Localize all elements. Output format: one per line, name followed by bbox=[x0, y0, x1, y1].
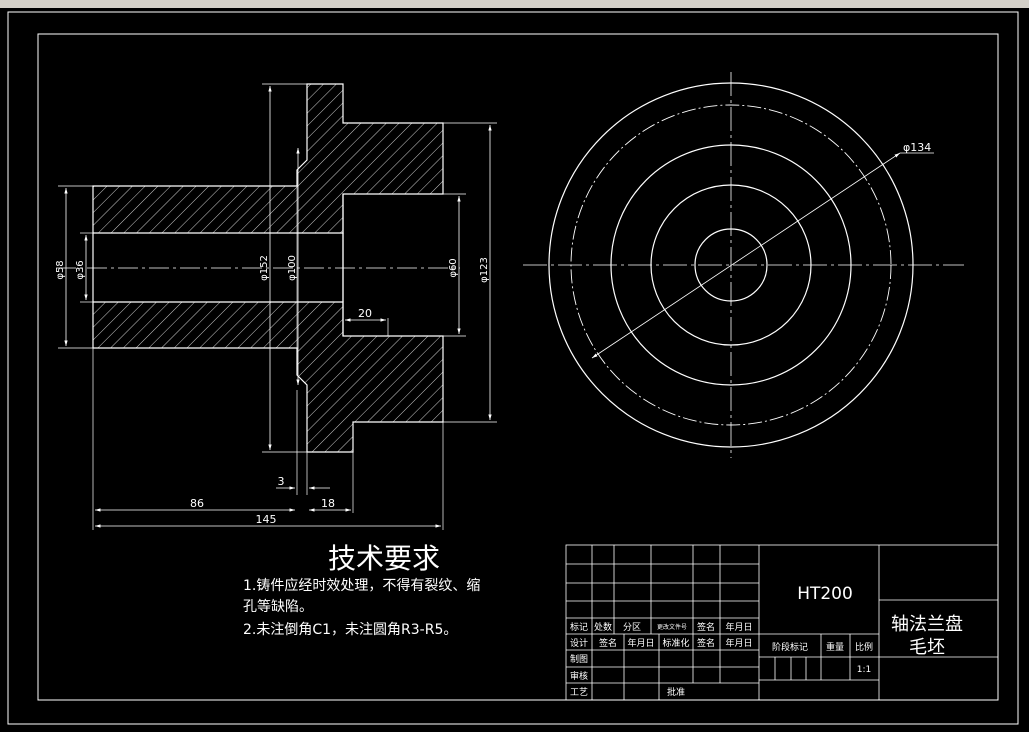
window-chrome-strip bbox=[0, 0, 1029, 8]
scale-value: 1:1 bbox=[857, 665, 871, 675]
mark-cell-3: 更改文件号 bbox=[657, 623, 687, 631]
dim-len18: 18 bbox=[321, 497, 335, 510]
part-name-line-2: 毛坯 bbox=[909, 637, 945, 658]
material-label: HT200 bbox=[797, 584, 853, 604]
dim-d123: φ123 bbox=[479, 257, 490, 283]
design-cell-5: 年月日 bbox=[725, 637, 752, 649]
design-cell-2: 年月日 bbox=[627, 637, 654, 649]
dim-d134: φ134 bbox=[903, 141, 931, 154]
drawn-label: 制图 bbox=[570, 653, 588, 665]
mark-cell-4: 签名 bbox=[697, 621, 715, 633]
section-view: φ58 φ36 φ152 φ100 φ60 φ123 20 3 86 18 14… bbox=[55, 83, 497, 530]
mark-cell-1: 处数 bbox=[594, 621, 612, 633]
design-cell-3: 标准化 bbox=[662, 637, 689, 649]
mark-cell-0: 标记 bbox=[570, 621, 588, 633]
outer-frame bbox=[7, 11, 1019, 725]
dim-d100: φ100 bbox=[287, 255, 298, 281]
tech-req-line-2: 孔等缺陷。 bbox=[243, 598, 313, 615]
checked-label: 审核 bbox=[570, 670, 588, 682]
mark-cell-2: 分区 bbox=[623, 622, 641, 633]
dim-len20: 20 bbox=[358, 307, 372, 320]
tech-req-line-1: 1.铸件应经时效处理，不得有裂纹、缩 bbox=[243, 577, 480, 594]
design-cell-1: 签名 bbox=[599, 637, 617, 649]
approved-label: 批准 bbox=[667, 686, 685, 698]
scale-label: 比例 bbox=[855, 641, 873, 653]
hatch-region-top bbox=[92, 83, 444, 234]
part-name-line-1: 轴法兰盘 bbox=[891, 614, 963, 635]
mark-cell-5: 年月日 bbox=[725, 621, 752, 633]
dim-len3: 3 bbox=[278, 475, 285, 488]
front-view: φ134 bbox=[523, 72, 964, 458]
tech-req-title: 技术要求 bbox=[328, 542, 440, 575]
weight-label: 重量 bbox=[826, 641, 844, 653]
title-block bbox=[565, 544, 999, 701]
stage-mark-label: 阶段标记 bbox=[772, 641, 808, 653]
dim-d60: φ60 bbox=[448, 258, 459, 277]
dim-d36: φ36 bbox=[75, 260, 86, 279]
tech-req-line-3: 2.未注倒角C1，未注圆角R3-R5。 bbox=[243, 622, 457, 638]
dim-d58: φ58 bbox=[55, 260, 66, 279]
design-cell-0: 设计 bbox=[570, 637, 588, 649]
dim-len145: 145 bbox=[256, 513, 277, 526]
technical-requirements: 技术要求 1.铸件应经时效处理，不得有裂纹、缩 孔等缺陷。 2.未注倒角C1，未… bbox=[243, 542, 480, 638]
hatch-region-bottom bbox=[92, 301, 444, 453]
process-label: 工艺 bbox=[570, 687, 588, 698]
inner-frame bbox=[37, 33, 999, 701]
dim-len86: 86 bbox=[190, 497, 204, 510]
title-block-text: HT200 轴法兰盘 毛坯 标记 处数 分区 更改文件号 签名 年月日 设计 签… bbox=[570, 584, 963, 698]
dim-d152: φ152 bbox=[259, 255, 270, 281]
design-cell-4: 签名 bbox=[697, 637, 715, 649]
